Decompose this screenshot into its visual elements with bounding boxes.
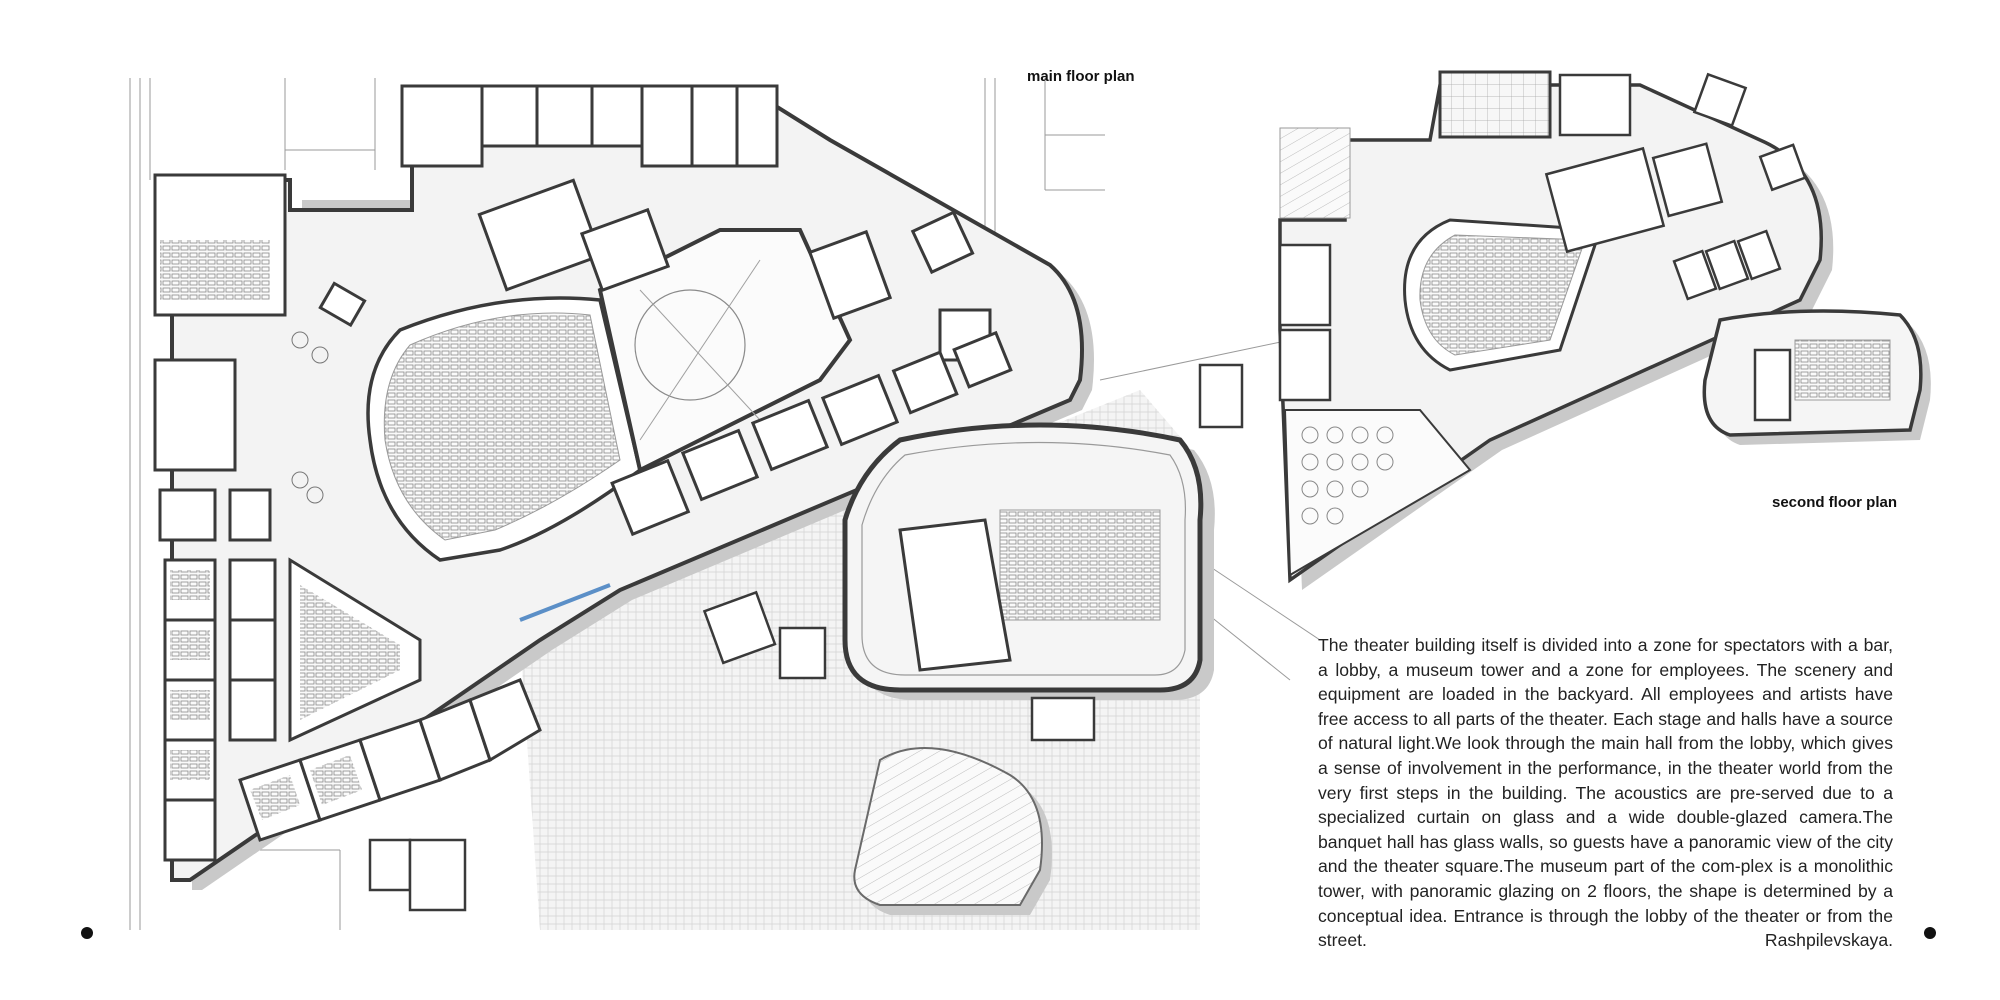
second-floor-plan xyxy=(1278,70,1931,590)
second-hall-seating xyxy=(999,509,1161,621)
project-description: The theater building itself is divided i… xyxy=(1318,635,1893,951)
second-hall-stage xyxy=(898,518,1012,672)
small-hall-seating xyxy=(1794,339,1891,401)
main-stage xyxy=(597,228,853,473)
second-hall xyxy=(842,422,1204,693)
second-floor-rooms xyxy=(1278,72,1807,402)
lower-wing-seats xyxy=(250,585,400,820)
lobby-glazing xyxy=(519,583,611,622)
upper-rooms xyxy=(400,84,779,168)
page-marker-dot-left xyxy=(81,927,93,939)
main-hall-seating xyxy=(383,312,621,541)
lobby-furniture xyxy=(291,281,367,504)
site-lines xyxy=(129,78,1321,930)
museum-tower xyxy=(853,747,1043,906)
second-floor-plan-label: second floor plan xyxy=(1772,494,1898,511)
banquet-tables xyxy=(1301,426,1394,525)
main-floor-plan-label: main floor plan xyxy=(1027,68,1135,85)
stage-turntable xyxy=(634,289,746,401)
banquet-hall xyxy=(1283,409,1472,577)
balcony-seating xyxy=(1419,234,1586,356)
page-marker-dot-right xyxy=(1924,927,1936,939)
banquet-grid-room xyxy=(1438,70,1552,139)
pavilions xyxy=(368,363,1244,912)
backstage-rooms xyxy=(477,178,1013,537)
roof-terrace xyxy=(1279,127,1351,219)
office-desks xyxy=(160,240,270,780)
